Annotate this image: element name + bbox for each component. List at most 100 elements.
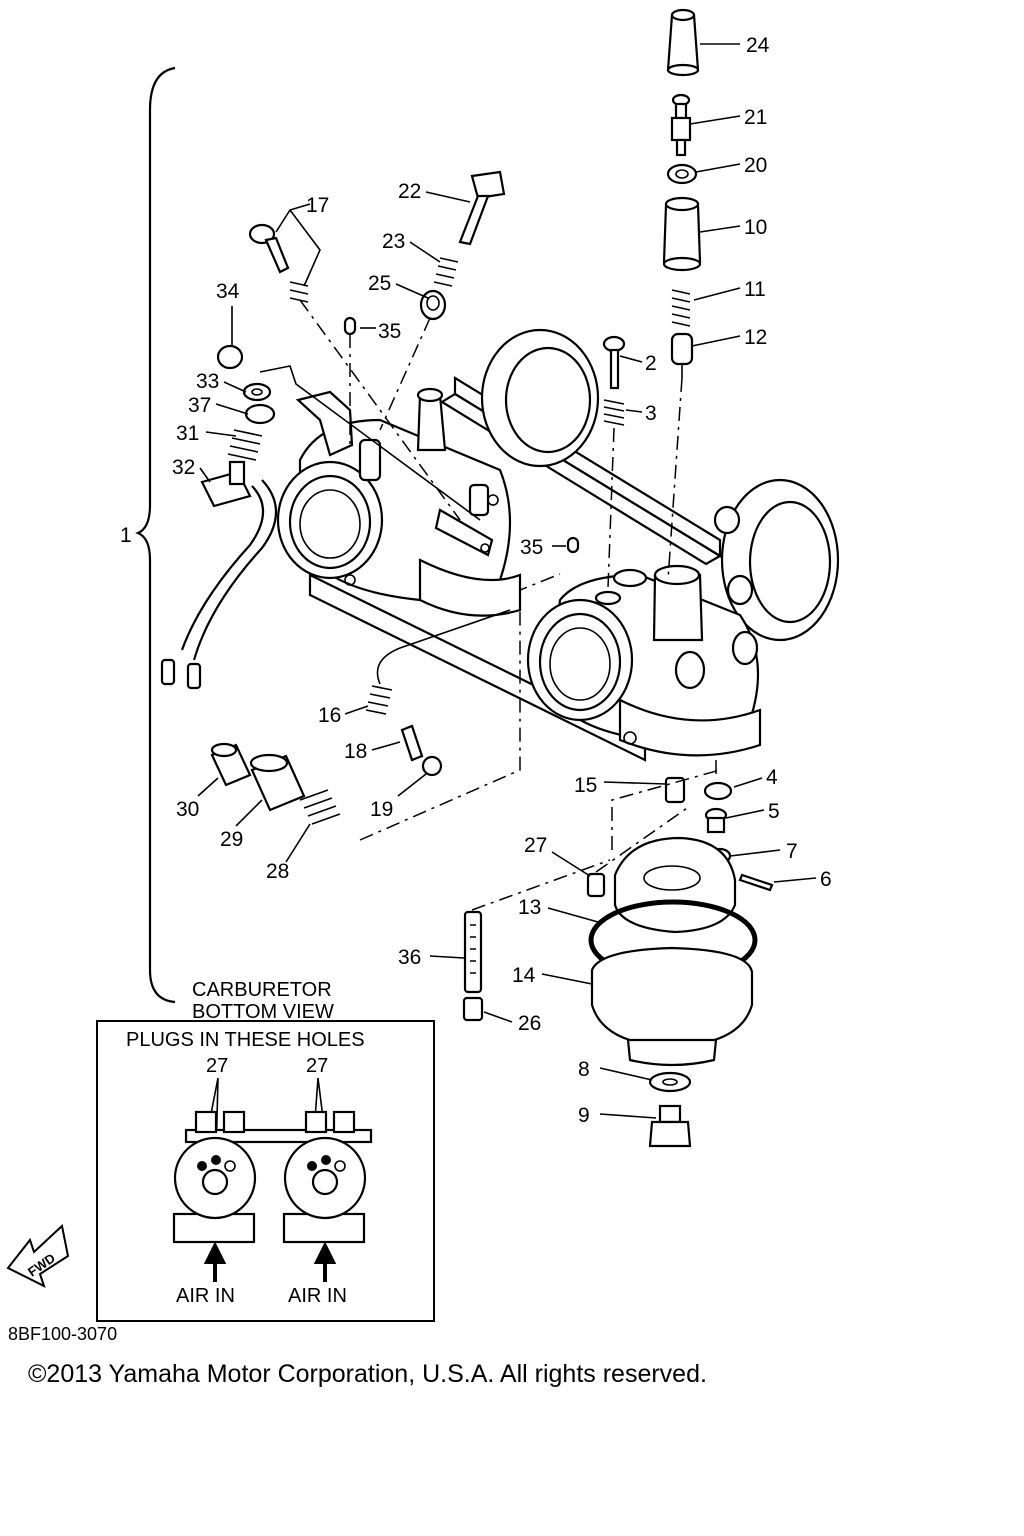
part-22-screw: [458, 170, 506, 246]
part-3-spring: [603, 399, 625, 426]
part-23-spring: [433, 257, 459, 287]
callout-34: 34: [216, 280, 240, 303]
callout-33: 33: [196, 370, 219, 393]
callout-15: 15: [574, 774, 597, 797]
air-arrow-right: [313, 1241, 337, 1282]
leader-16: [376, 609, 511, 685]
air-in-left: AIR IN: [176, 1285, 235, 1307]
inset-heading-2: BOTTOM VIEW: [192, 1001, 334, 1023]
callout-4: 4: [766, 766, 778, 789]
callout-17: 17: [306, 194, 329, 217]
part-35-plug-top: [343, 316, 357, 336]
callout-7: 7: [786, 840, 798, 863]
diagram-code: 8BF100-3070: [8, 1324, 118, 1344]
axis-pilot: [379, 317, 431, 431]
plug-hole-left-b: [211, 1155, 221, 1165]
plug-label-right: 27: [306, 1055, 328, 1077]
inset-subheading: PLUGS IN THESE HOLES: [126, 1029, 365, 1051]
callout-27: 27: [524, 834, 547, 857]
axis-throttle: [607, 427, 615, 589]
plug-label-left: 27: [206, 1055, 228, 1077]
part-29-sleeve: [249, 753, 306, 812]
callout-11: 11: [744, 278, 766, 301]
float: [613, 836, 737, 934]
callout-13: 13: [518, 896, 541, 919]
part-5-screw: [704, 807, 728, 834]
inset-heading-1: CARBURETOR: [192, 979, 332, 1001]
plug-hole-right-a: [307, 1161, 317, 1171]
axis-27: [595, 805, 691, 873]
part-25-seal: [419, 289, 447, 321]
axis-36: [471, 859, 611, 911]
axis-jet: [611, 769, 721, 850]
callout-31: 31: [176, 422, 199, 445]
part-26-main-jet: [462, 996, 484, 1022]
part-34-cap: [216, 344, 244, 370]
plug-hole-right-b: [321, 1155, 331, 1165]
callout-32: 32: [172, 456, 195, 479]
callout-28: 28: [266, 860, 289, 883]
part-1-wire: [160, 479, 278, 690]
callout-20: 20: [744, 154, 767, 177]
callout-35-top: 35: [378, 320, 401, 343]
part-20-nut: [666, 163, 698, 185]
callout-3: 3: [645, 402, 657, 425]
bottom-view-inset: CARBURETOR BOTTOM VIEW PLUGS IN THESE HO…: [96, 979, 435, 1322]
axis-17: [299, 299, 461, 521]
callout-1: 1: [120, 524, 132, 547]
axis-lower-left: [359, 573, 561, 841]
callout-29: 29: [220, 828, 243, 851]
air-in-right: AIR IN: [288, 1285, 347, 1307]
part-24-cap: [666, 8, 700, 77]
leader-lines: [197, 43, 817, 1119]
part-30-collar: [210, 742, 252, 787]
part-18-pin: [400, 724, 424, 762]
part-15-jet: [664, 776, 686, 804]
callout-30: 30: [176, 798, 199, 821]
callout-36: 36: [398, 946, 421, 969]
callout-12: 12: [744, 326, 767, 349]
part-12-plunger: [670, 332, 694, 378]
part-6-pin: [738, 873, 774, 892]
callout-6: 6: [820, 868, 832, 891]
assembly-brace: [135, 66, 176, 1004]
part-32-elbow: [200, 460, 252, 508]
part-11-spring: [671, 289, 691, 327]
copyright-notice: ©2013 Yamaha Motor Corporation, U.S.A. A…: [28, 1360, 707, 1388]
part-2-screw: [602, 335, 626, 390]
part-16-spring: [365, 685, 393, 715]
carburetor-body: [276, 328, 840, 762]
air-arrow-left: [203, 1241, 227, 1282]
part-17-screw: [248, 223, 309, 303]
callout-22: 22: [398, 180, 421, 203]
callout-10: 10: [744, 216, 767, 239]
callout-19: 19: [370, 798, 393, 821]
part-33-washer: [242, 382, 272, 402]
axis-starter: [667, 377, 683, 581]
callout-21: 21: [744, 106, 767, 129]
leader-link: [259, 365, 481, 521]
callout-labels: 24 21 20 10 11 12 2 3 22 23 25 17 35 34 …: [120, 34, 832, 1127]
part-36-emulsion-tube: [463, 910, 483, 994]
callout-25: 25: [368, 272, 391, 295]
inset-frame: [96, 1020, 435, 1322]
callout-18: 18: [344, 740, 367, 763]
callout-23: 23: [382, 230, 405, 253]
callout-5: 5: [768, 800, 780, 823]
fwd-arrow-icon: FWD: [6, 1224, 70, 1288]
callout-16: 16: [318, 704, 341, 727]
part-37-nut: [244, 403, 276, 425]
part-14-bowl: [590, 946, 754, 1067]
part-35-plug-lower: [566, 536, 580, 554]
callout-8: 8: [578, 1058, 590, 1081]
callout-26: 26: [518, 1012, 541, 1035]
part-4-washer: [703, 781, 733, 801]
part-28-spring: [299, 789, 341, 825]
part-21-plunger: [670, 93, 692, 157]
callout-2: 2: [645, 352, 657, 375]
callout-14: 14: [512, 964, 536, 987]
part-27-plug: [586, 872, 606, 898]
part-8-washer: [648, 1071, 692, 1093]
part-31-spring: [227, 429, 263, 461]
